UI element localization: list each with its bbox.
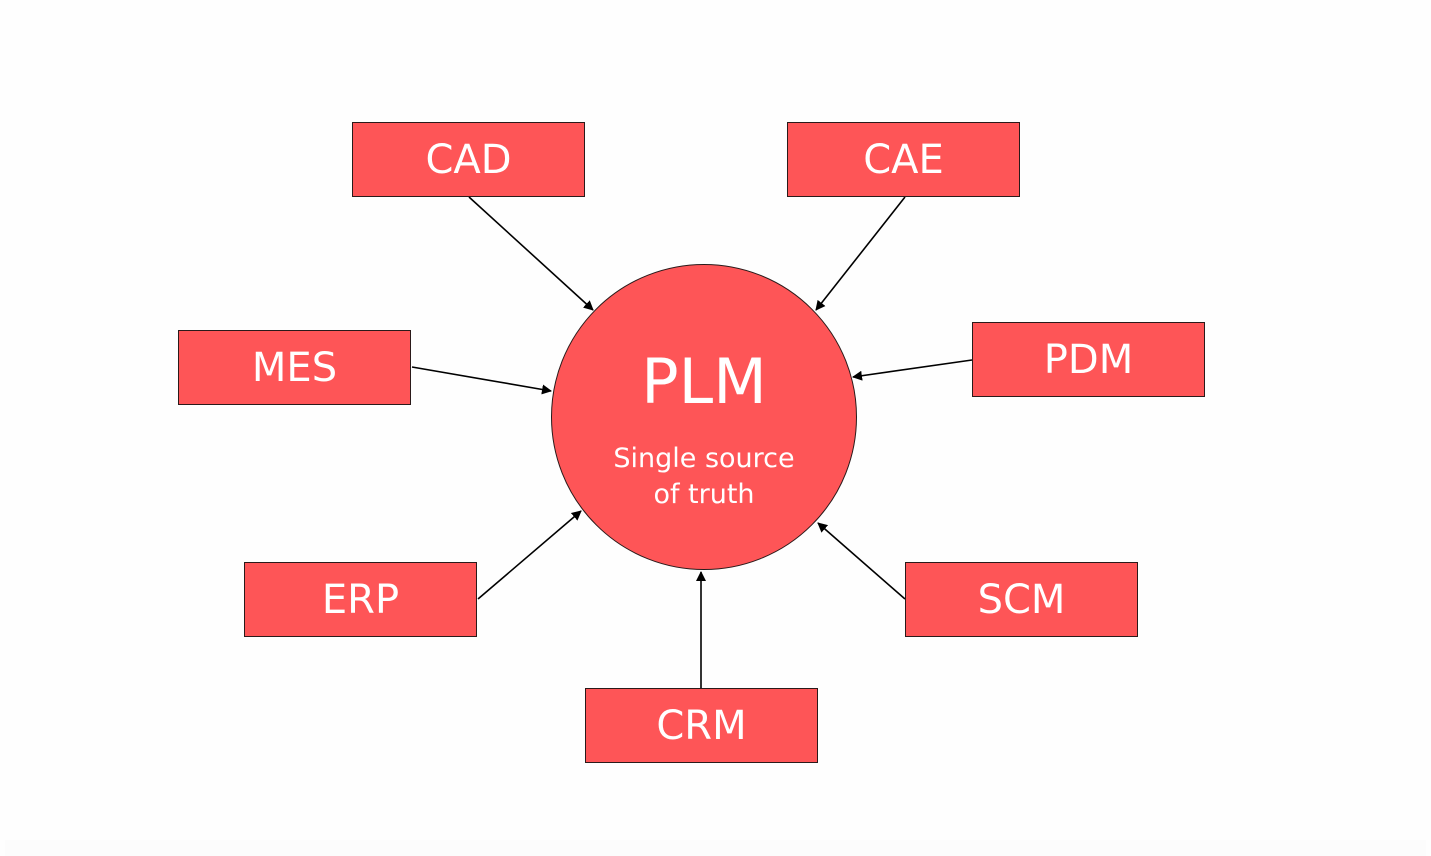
node-crm: CRM xyxy=(585,688,818,763)
arrow-pdm-to-plm xyxy=(852,359,973,381)
node-erp: ERP xyxy=(244,562,477,637)
arrow-erp-to-plm xyxy=(477,510,582,600)
bottom-edge-strip xyxy=(5,840,1426,856)
arrow-mes-to-plm xyxy=(411,366,552,395)
arrow-cae-to-plm xyxy=(815,196,906,311)
hub-subtitle-line-1: Single source xyxy=(613,443,795,474)
node-scm: SCM xyxy=(905,562,1138,637)
hub-subtitle: Single source of truth xyxy=(552,441,856,513)
node-cad: CAD xyxy=(352,122,585,197)
node-mes: MES xyxy=(178,330,411,405)
node-cae: CAE xyxy=(787,122,1020,197)
plm-hub: PLM Single source of truth xyxy=(551,264,857,570)
hub-subtitle-line-2: of truth xyxy=(653,479,755,510)
hub-title: PLM xyxy=(641,345,767,418)
node-pdm: PDM xyxy=(972,322,1205,397)
arrow-cad-to-plm xyxy=(468,196,594,311)
arrow-scm-to-plm xyxy=(817,522,906,600)
